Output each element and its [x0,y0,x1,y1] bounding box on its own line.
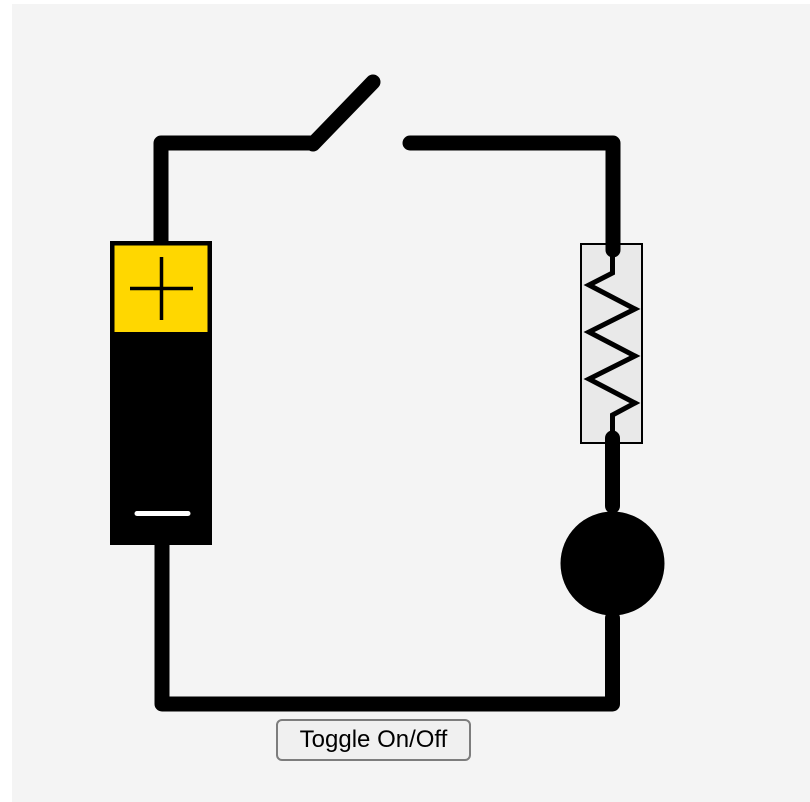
wire-switch-to-resistor [402,135,621,258]
resistor-zigzag [583,250,641,441]
wire-battery-to-switch [153,135,321,258]
battery [110,241,212,545]
plus-icon [130,257,193,320]
switch-lever[interactable] [305,74,381,152]
wires [153,74,621,712]
bulb[interactable] [560,511,665,616]
toggle-on-off-button[interactable]: Toggle On/Off [276,719,471,761]
wire-bulb-to-battery [154,532,620,712]
